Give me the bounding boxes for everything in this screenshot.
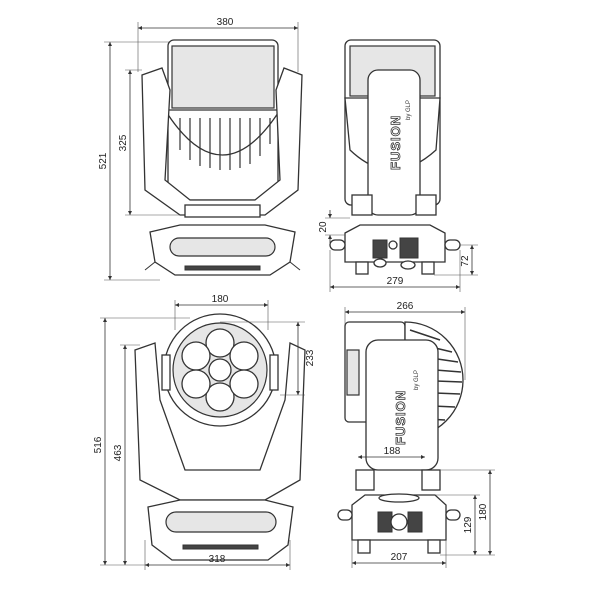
brand-name-top: FUSION	[388, 115, 403, 170]
brand-name-bottom: FUSION	[393, 390, 408, 445]
dim-lens-head-width: 180	[212, 294, 229, 305]
side-view: FUSION by GLP 20 72 279	[318, 39, 478, 292]
front-view: 380 521 325	[98, 17, 303, 281]
dim-front-height-head: 325	[118, 134, 129, 151]
dim-front-height-total: 521	[98, 152, 109, 169]
dim-tilt-yoke-height: 180	[478, 503, 489, 520]
dim-side-base-height: 72	[460, 255, 471, 267]
dim-lens-height-tilt: 463	[113, 444, 124, 461]
dim-lens-height-total: 516	[93, 436, 104, 453]
dim-front-width: 380	[217, 17, 234, 28]
dim-tilt-yoke-width: 188	[384, 446, 401, 457]
brand-sub-top: by GLP	[406, 100, 412, 120]
dim-tilt-base-width: 207	[391, 552, 408, 563]
dim-tilt-depth: 266	[397, 301, 414, 312]
dim-lens-head-height: 233	[305, 349, 316, 366]
lens-view: 180 233 516 463 318	[93, 294, 316, 570]
dim-tilt-base-height: 129	[463, 516, 474, 533]
brand-sub-bottom: by GLP	[414, 370, 420, 390]
tilt-side-view: FUSION by GLP 266 188 129 180 207	[337, 301, 495, 568]
dim-lens-base-width: 318	[209, 554, 226, 565]
dim-side-gap: 20	[318, 221, 329, 233]
dim-side-base-width: 279	[387, 276, 404, 287]
